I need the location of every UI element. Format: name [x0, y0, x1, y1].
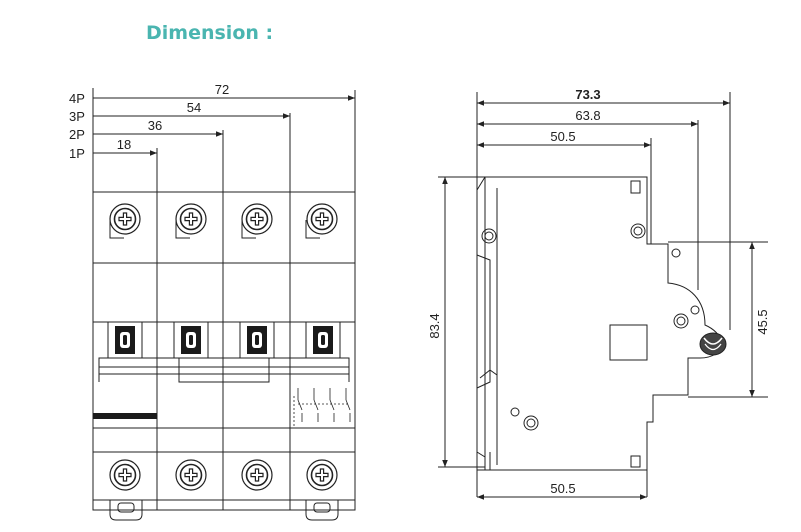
- height-total-value: 83.4: [427, 313, 442, 338]
- depth-front-value: 50.5: [550, 129, 575, 144]
- width-2p-value: 36: [148, 118, 162, 133]
- width-1p-value: 18: [117, 137, 131, 152]
- pole-label-1p: 1P: [69, 146, 85, 161]
- pole-label-2p: 2P: [69, 127, 85, 142]
- depth-mid-value: 63.8: [575, 108, 600, 123]
- breaker-body-outline: [92, 191, 356, 511]
- side-body-outline: [476, 176, 723, 471]
- side-handle-knob-icon: [699, 332, 727, 356]
- label-strip: [93, 413, 157, 419]
- depth-total-value: 73.3: [575, 87, 600, 102]
- dimension-title: Dimension :: [146, 22, 274, 44]
- toggle-handles: [115, 326, 333, 354]
- width-4p-value: 72: [215, 82, 229, 97]
- width-3p-value: 54: [187, 100, 201, 115]
- circuit-symbol-icon: [293, 388, 351, 426]
- handle-tie-bar: [98, 357, 350, 368]
- pole-label-4p: 4P: [69, 91, 85, 106]
- front-view: [92, 88, 356, 521]
- depth-bottom-value: 50.5: [550, 481, 575, 496]
- height-front-value: 45.5: [755, 309, 770, 334]
- indicator-window: [609, 324, 648, 361]
- pole-label-3p: 3P: [69, 109, 85, 124]
- side-view: [438, 92, 768, 500]
